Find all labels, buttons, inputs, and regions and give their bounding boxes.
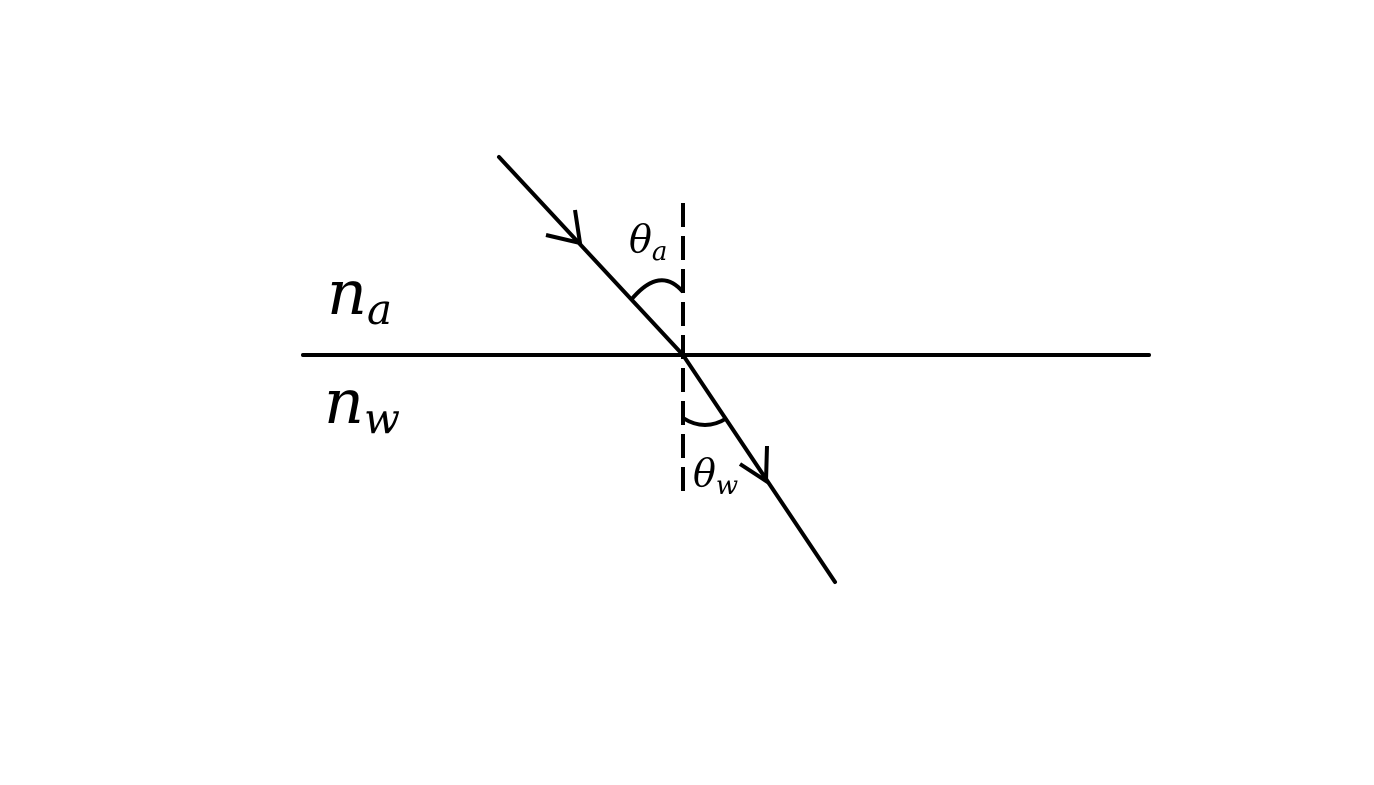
- incident-angle-arc: [629, 278, 685, 302]
- refracted-angle-label: θw: [693, 451, 738, 501]
- refracted-angle-arc: [681, 416, 729, 427]
- refracted-ray: [681, 353, 837, 584]
- incident-angle-label: θa: [629, 217, 667, 267]
- refracted-arrowhead: [738, 445, 769, 485]
- medium-bottom-label: nw: [324, 365, 400, 443]
- incident-ray: [497, 155, 685, 357]
- incident-arrowhead: [545, 209, 583, 246]
- medium-top-label: na: [327, 256, 392, 334]
